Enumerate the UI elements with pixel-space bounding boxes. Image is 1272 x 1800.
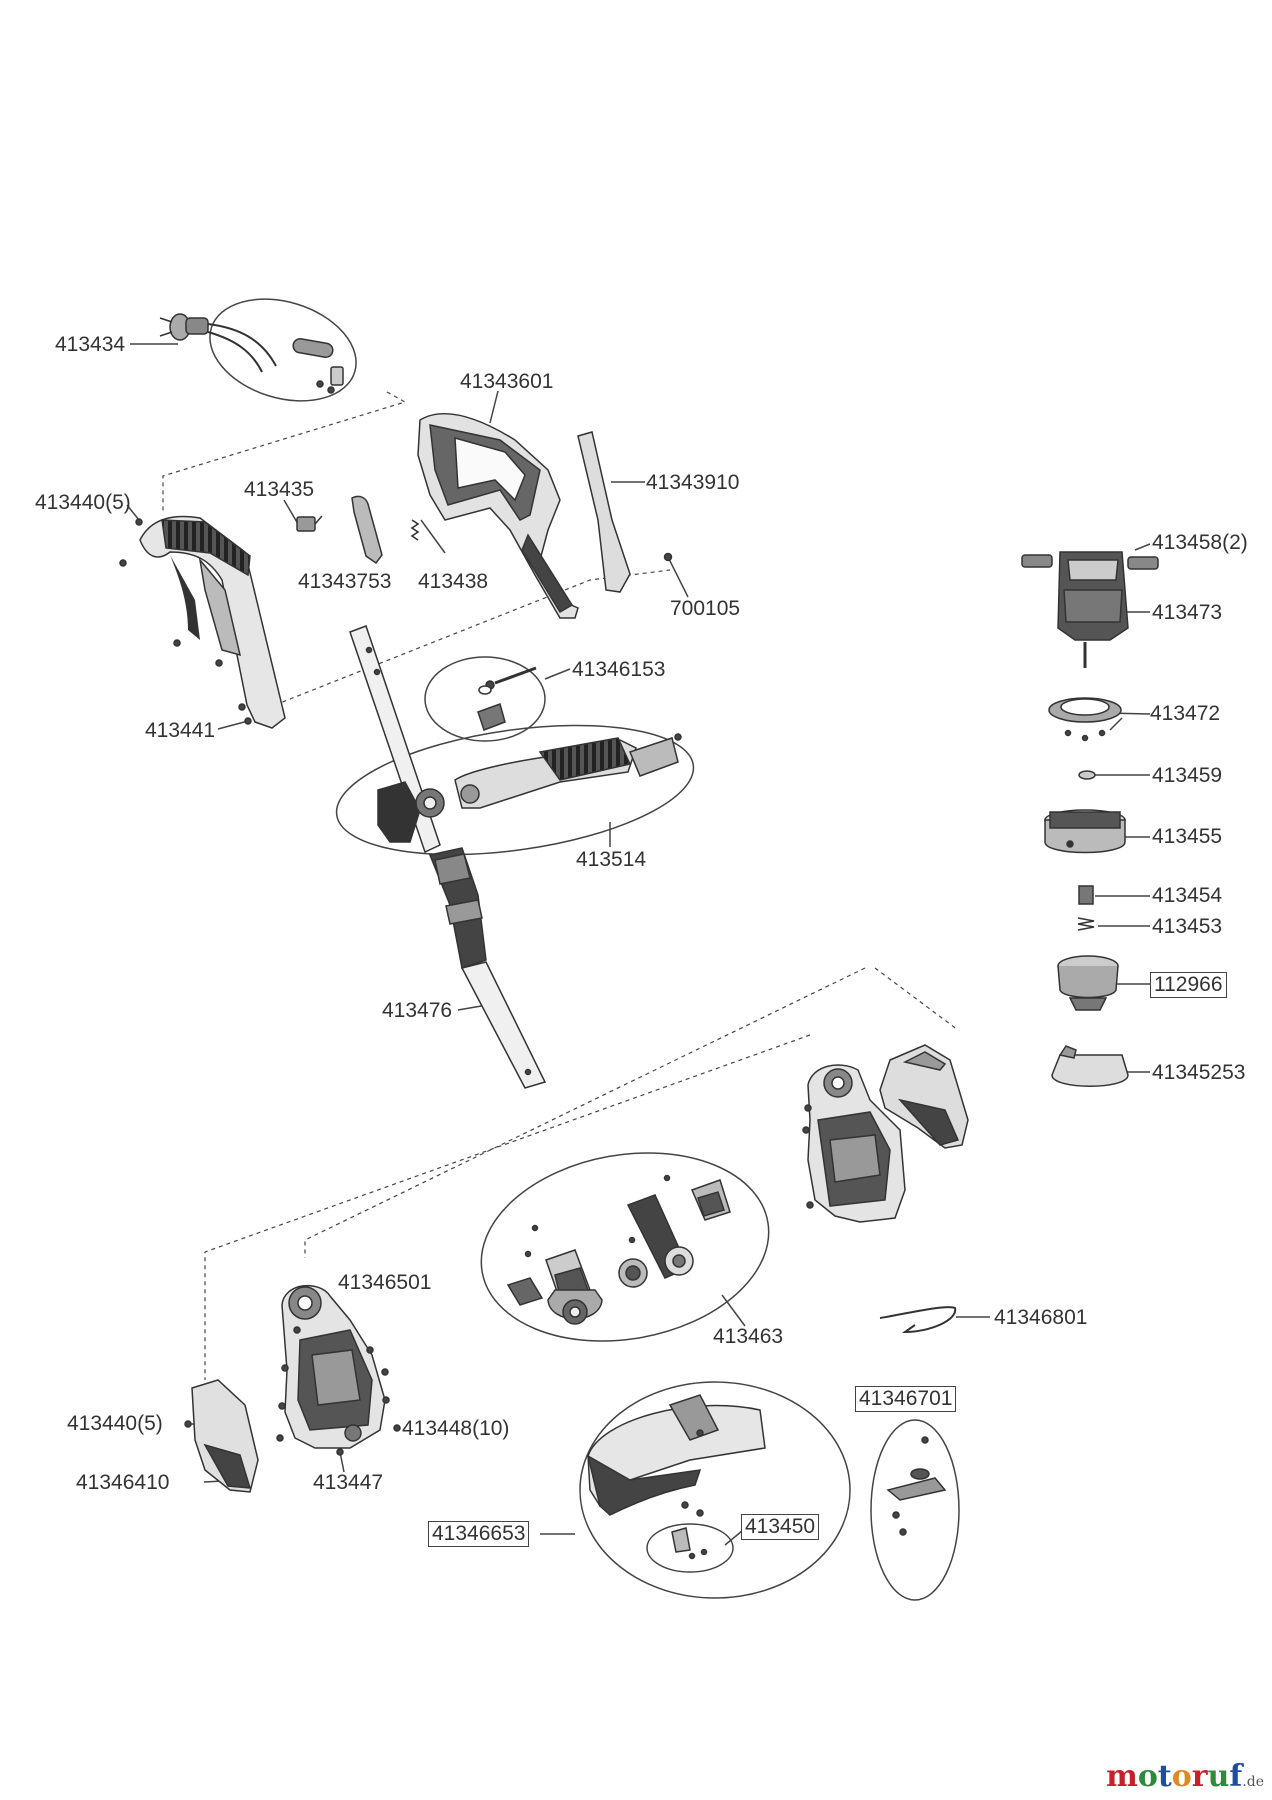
part-label-413476: 413476 xyxy=(382,999,453,1022)
part-label-413463: 413463 xyxy=(713,1325,784,1348)
cable-part xyxy=(207,323,277,367)
spool-cap-part xyxy=(1051,1045,1129,1087)
screw-700105-part xyxy=(663,552,673,562)
fan-spool-housing-part xyxy=(1044,809,1126,854)
wm-letter-o: o xyxy=(1137,1759,1158,1794)
strain-relief-part xyxy=(292,337,334,359)
part-label-413453: 413453 xyxy=(1152,915,1223,938)
telescopic-lock-part xyxy=(428,847,487,969)
wm-letter-u: u xyxy=(1207,1759,1230,1794)
line-spool-part xyxy=(1057,955,1119,1011)
handle-assembly-ellipse xyxy=(335,724,695,856)
part-label-41345253: 41345253 xyxy=(1152,1061,1246,1084)
part-label-413454: 413454 xyxy=(1152,884,1223,907)
rear-handle-part xyxy=(139,515,286,729)
part-label-413458: 413458(2) xyxy=(1152,531,1248,554)
front-cover-part xyxy=(184,1379,259,1493)
cable-set-ellipse xyxy=(209,298,357,402)
part-label-700105: 700105 xyxy=(670,597,741,620)
blade-set-ellipse xyxy=(870,1419,960,1601)
part-label-413434: 413434 xyxy=(55,333,126,356)
handle-half-part xyxy=(417,412,579,619)
lever-set-part xyxy=(477,666,537,731)
motor-housing-right-part xyxy=(802,1064,906,1223)
wm-letter-o2: o xyxy=(1171,1759,1192,1794)
wm-suffix: .de xyxy=(1242,1774,1264,1790)
carbon-brush-part xyxy=(1021,554,1159,570)
assembly-dashed-lines xyxy=(162,391,959,1380)
part-label-41343753: 41343753 xyxy=(298,570,392,593)
switch-part xyxy=(296,515,323,532)
front-handle-part xyxy=(377,733,682,843)
wm-letter-r: r xyxy=(1191,1759,1208,1794)
guard-part xyxy=(586,1394,766,1517)
washer-part xyxy=(1078,770,1096,780)
part-label-413514: 413514 xyxy=(576,848,647,871)
handle-screws-part xyxy=(119,518,252,725)
part-label-413459: 413459 xyxy=(1152,764,1223,787)
part-label-41346701: 41346701 xyxy=(855,1386,957,1412)
guard-clip-part xyxy=(671,1527,708,1560)
spring-part xyxy=(410,519,420,541)
nut-part xyxy=(1078,885,1094,905)
wm-letter-m: m xyxy=(1106,1759,1138,1794)
spool-spring-part xyxy=(1077,917,1095,931)
wm-letter-t: t xyxy=(1157,1759,1172,1794)
motoruf-watermark: motoruf.de xyxy=(1106,1759,1264,1794)
wm-letter-f: f xyxy=(1229,1759,1243,1794)
lower-shaft-part xyxy=(460,961,547,1089)
part-label-41346801: 41346801 xyxy=(994,1306,1088,1329)
part-label-413440-upper: 413440(5) xyxy=(35,491,131,514)
trigger-lever-part xyxy=(351,495,383,565)
motor-flange-part xyxy=(1048,697,1122,742)
part-label-413435: 413435 xyxy=(244,478,315,501)
part-label-413450: 413450 xyxy=(741,1514,820,1540)
clip-set-ellipse xyxy=(646,1523,734,1573)
handle-cover-part xyxy=(577,431,631,593)
blade-set-part xyxy=(886,1436,947,1536)
part-label-413448: 413448(10) xyxy=(402,1417,510,1440)
part-label-41346153: 41346153 xyxy=(572,658,666,681)
part-label-112966: 112966 xyxy=(1150,972,1227,998)
part-label-413473: 413473 xyxy=(1152,601,1223,624)
part-label-413472: 413472 xyxy=(1150,702,1221,725)
part-label-41343601: 41343601 xyxy=(460,370,554,393)
gearbox-parts-ellipse xyxy=(480,1152,770,1342)
part-label-41346410: 41346410 xyxy=(76,1471,170,1494)
cable-clip-part xyxy=(330,366,344,386)
part-label-41346653: 41346653 xyxy=(428,1521,530,1547)
part-label-413441: 413441 xyxy=(145,719,216,742)
motor-housing-left-part xyxy=(276,1284,401,1456)
leader-lines xyxy=(126,343,1151,1546)
lever-set-ellipse xyxy=(424,656,546,742)
part-label-413455: 413455 xyxy=(1152,825,1223,848)
motor-part xyxy=(1057,551,1129,668)
part-label-413447: 413447 xyxy=(313,1471,384,1494)
part-label-413440-lower: 413440(5) xyxy=(67,1412,163,1435)
plug-part xyxy=(159,313,209,341)
part-label-413438: 413438 xyxy=(418,570,489,593)
guard-ellipse xyxy=(579,1381,851,1599)
part-label-41343910: 41343910 xyxy=(646,471,740,494)
cable-part-2 xyxy=(207,331,263,373)
part-label-41346501: 41346501 xyxy=(338,1271,432,1294)
gearbox-parts-group xyxy=(506,1174,731,1325)
wire-part xyxy=(879,1306,957,1334)
housing-cover-part xyxy=(879,1044,969,1149)
